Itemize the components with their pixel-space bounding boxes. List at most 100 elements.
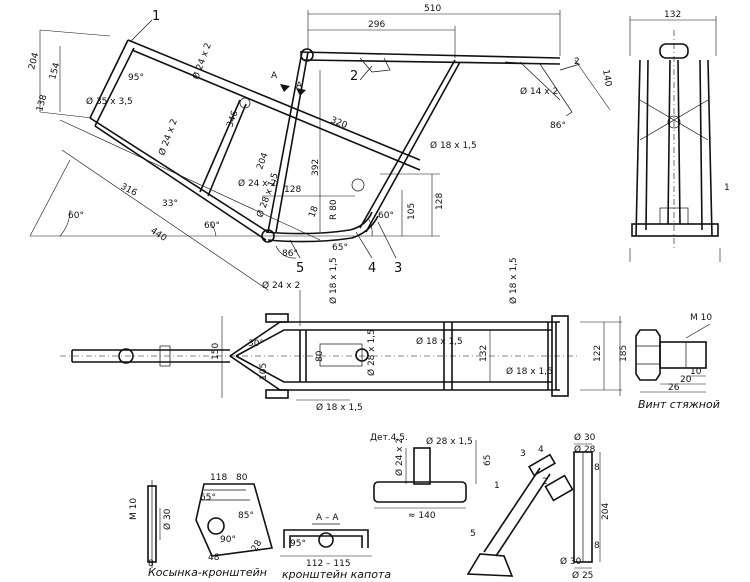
detail-4-5-dia-24: Ø 24 x 2 [394, 438, 405, 476]
dim-pipe-28x1-5-top: Ø 28 x 1,5 [366, 329, 377, 376]
dim-pipe-18x1-5-b-top: Ø 18 x 1,5 [506, 366, 553, 377]
dim-pipe-18x1-5-vertical: Ø 18 x 1,5 [328, 257, 339, 304]
dim-128-b: 128 [435, 193, 445, 210]
dim-95deg: 95° [128, 73, 144, 83]
dim-185: 185 [619, 345, 629, 362]
hood-95deg: 95° [290, 539, 306, 549]
dim-392: 392 [311, 159, 321, 176]
section-mark-a1: A [271, 71, 278, 81]
dim-510: 510 [424, 4, 441, 14]
gusset-m10: M 10 [129, 498, 139, 520]
dim-346: 346 [225, 109, 240, 129]
front-view-labels: 132 1 [664, 10, 730, 193]
tube-detail [466, 443, 601, 577]
bolt-dim-10: 10 [690, 367, 702, 377]
gusset-dim-8: 8 [148, 559, 154, 569]
detail-4-5-title: Дет.4,5. [370, 433, 408, 443]
dim-pipe-18x1-5-c-top: Ø 18 x 1,5 [316, 402, 363, 413]
dim-60deg-b: 60° [204, 221, 220, 231]
dim-296: 296 [368, 20, 385, 30]
section-mark-a2: A [296, 81, 303, 91]
gusset-labels: M 10 Ø 30 8 118 80 65° 85° 90° 48 28 Кос… [129, 473, 267, 579]
tube-dim-8-a: 8 [594, 463, 600, 473]
gusset-90deg: 90° [220, 535, 236, 545]
dim-105-top: 105 [259, 363, 269, 380]
dim-33deg: 33° [162, 199, 178, 209]
callout-1: 1 [152, 9, 160, 24]
gusset-dim-80: 80 [236, 473, 248, 483]
dim-pipe-24x2-a: Ø 24 x 2 [190, 41, 213, 81]
front-view [629, 16, 721, 262]
dim-60deg-c: 60° [378, 211, 394, 221]
callout-3: 3 [394, 261, 402, 276]
bolt-detail [635, 323, 711, 393]
callout-4: 4 [368, 261, 376, 276]
dim-138: 138 [35, 93, 49, 112]
dim-140: 140 [600, 69, 613, 88]
callout-5: 5 [296, 261, 304, 276]
dim-80-top: 80 [315, 350, 325, 362]
dim-30deg: 30° [248, 339, 264, 349]
dim-132-front: 132 [664, 10, 681, 20]
dim-pipe-35x3-5: Ø 35 x 3,5 [86, 96, 133, 107]
dim-65deg: 65° [332, 243, 348, 253]
gusset-dim-118: 118 [210, 473, 227, 483]
tube-callout-1: 1 [494, 481, 500, 491]
hood-bracket-labels: A – A 95° 112 – 115 кронштейн капота [282, 513, 391, 581]
gusset-detail [147, 480, 274, 568]
dim-316: 316 [119, 182, 139, 199]
tube-dia-28: Ø 28 [574, 444, 596, 455]
detail-4-5-dim-65: 65 [483, 455, 493, 466]
top-view [60, 290, 622, 401]
dim-150: 150 [211, 343, 221, 360]
bolt-thread-m10: M 10 [690, 313, 712, 323]
dim-86deg-a: 86° [550, 121, 566, 131]
callout-2: 2 [350, 69, 358, 84]
dim-1-front: 1 [724, 183, 730, 193]
tube-callout-3: 3 [520, 449, 526, 459]
bolt-labels: M 10 10 20 26 Винт стяжной [638, 313, 720, 411]
tube-detail-labels: Ø 30 Ø 28 204 8 8 Ø 30 Ø 25 1 2 3 4 5 [470, 432, 611, 581]
hood-dim-112-115: 112 – 115 [306, 559, 351, 569]
detail-4-5 [373, 440, 477, 509]
gusset-caption: Косынка-кронштейн [148, 566, 267, 579]
dim-pipe-14x2: Ø 14 x 2 [520, 86, 558, 97]
tube-callout-4: 4 [538, 445, 544, 455]
dim-pipe-24x2-c: Ø 24 x 2 [238, 178, 276, 189]
dim-pipe-24x2-b: Ø 24 x 2 [156, 117, 179, 157]
gusset-65deg: 65° [200, 493, 216, 503]
detail-4-5-labels: Дет.4,5. Ø 28 x 1,5 Ø 24 x 2 65 ≈ 140 [370, 433, 493, 521]
dim-pipe-18x1-5-a: Ø 18 x 1,5 [430, 140, 477, 151]
dim-pipe-18x1-5-a-top: Ø 18 x 1,5 [416, 336, 463, 347]
detail-4-5-dia-28: Ø 28 x 1,5 [426, 436, 473, 447]
dim-204-b: 204 [255, 151, 270, 171]
tube-callout-2: 2 [542, 477, 548, 487]
dim-pipe-18x1-5-right: Ø 18 x 1,5 [508, 257, 519, 304]
gusset-dia-30: Ø 30 [162, 508, 173, 530]
top-view-labels: Ø 24 x 2 Ø 18 x 1,5 Ø 18 x 1,5 150 30° 1… [211, 257, 629, 413]
hood-caption: кронштейн капота [282, 568, 391, 581]
dim-r80: R 80 [329, 199, 339, 220]
dim-128-a: 128 [284, 185, 301, 195]
hood-bracket-detail [280, 523, 372, 557]
dim-pipe-24x2-top: Ø 24 x 2 [262, 280, 300, 291]
dim-204: 204 [27, 51, 41, 70]
dim-18: 18 [307, 205, 320, 219]
side-view [29, 10, 611, 291]
bolt-dim-20: 20 [680, 375, 692, 385]
dim-105: 105 [407, 203, 417, 220]
dim-122: 122 [593, 345, 603, 362]
tube-dia-30-top: Ø 30 [574, 432, 596, 443]
dim-132-top: 132 [479, 345, 489, 362]
gusset-85deg: 85° [238, 511, 254, 521]
bolt-caption: Винт стяжной [638, 398, 720, 411]
hood-section-a-a: A – A [316, 513, 339, 523]
dim-2: 2 [574, 57, 580, 67]
dim-154: 154 [48, 61, 62, 80]
detail-4-5-dim-140: ≈ 140 [408, 511, 436, 521]
dim-440: 440 [148, 226, 168, 244]
tube-callout-5: 5 [470, 529, 476, 539]
tube-dim-8-b: 8 [594, 541, 600, 551]
bolt-dim-26: 26 [668, 383, 680, 393]
